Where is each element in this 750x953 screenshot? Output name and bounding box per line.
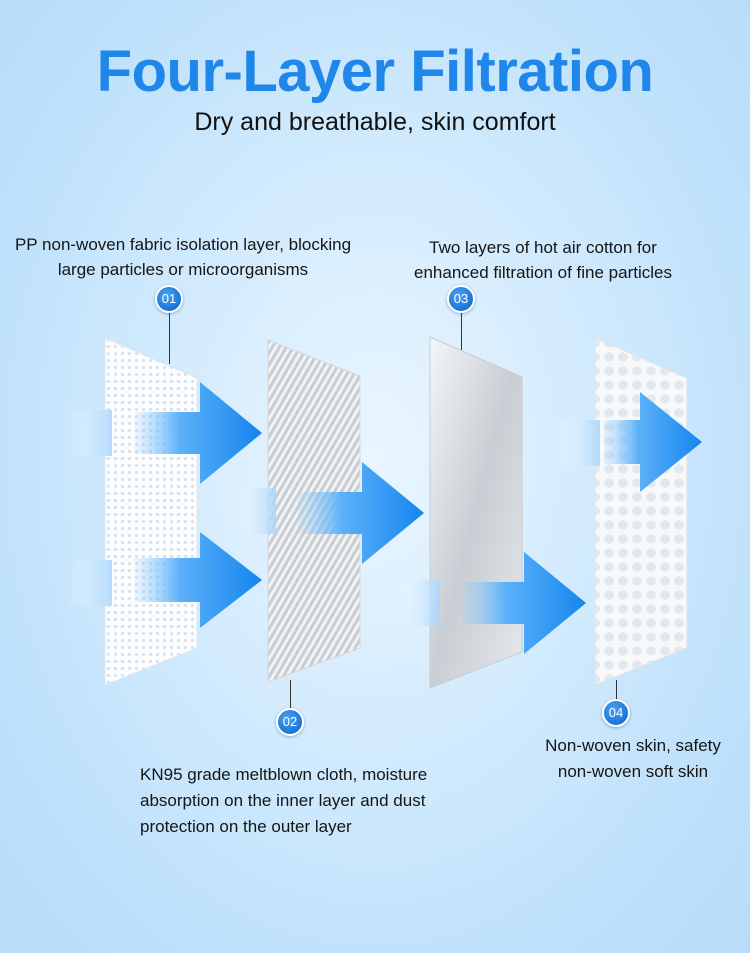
layer-sheet-01 — [104, 337, 198, 686]
page-subtitle: Dry and breathable, skin comfort — [194, 108, 556, 136]
leader-line-03 — [461, 312, 462, 350]
airflow-arrow-icon — [135, 382, 262, 484]
arrow-tail — [68, 410, 112, 456]
layer-badge-02: 02 — [276, 708, 304, 736]
layer-sheet-03 — [429, 336, 523, 689]
layer-badge-04: 04 — [602, 699, 630, 727]
leader-line-02 — [290, 680, 291, 710]
arrow-tail — [68, 560, 112, 606]
layer-badge-03: 03 — [447, 285, 475, 313]
arrow-tail — [556, 420, 600, 466]
layer-badge-01: 01 — [155, 285, 183, 313]
airflow-arrow-icon — [135, 532, 262, 628]
layer-sheet-04 — [594, 337, 688, 686]
layer-caption-04: Non-woven skin, safety non-woven soft sk… — [545, 736, 721, 781]
layer-caption-01: PP non-woven fabric isolation layer, blo… — [14, 235, 352, 279]
arrow-tail — [396, 580, 440, 626]
arrow-tail — [232, 488, 276, 534]
page-title: Four-Layer Filtration — [96, 39, 654, 104]
layer-caption-02: KN95 grade meltblown cloth, moisture abs… — [140, 765, 428, 836]
airflow-arrow-icon — [298, 462, 424, 564]
airflow-arrow-icon — [604, 392, 702, 492]
leader-line-04 — [616, 680, 617, 702]
airflow-arrow-icon — [462, 552, 586, 654]
layer-caption-03: Two layers of hot air cotton for enhance… — [414, 238, 672, 282]
leader-line-01 — [169, 312, 170, 364]
